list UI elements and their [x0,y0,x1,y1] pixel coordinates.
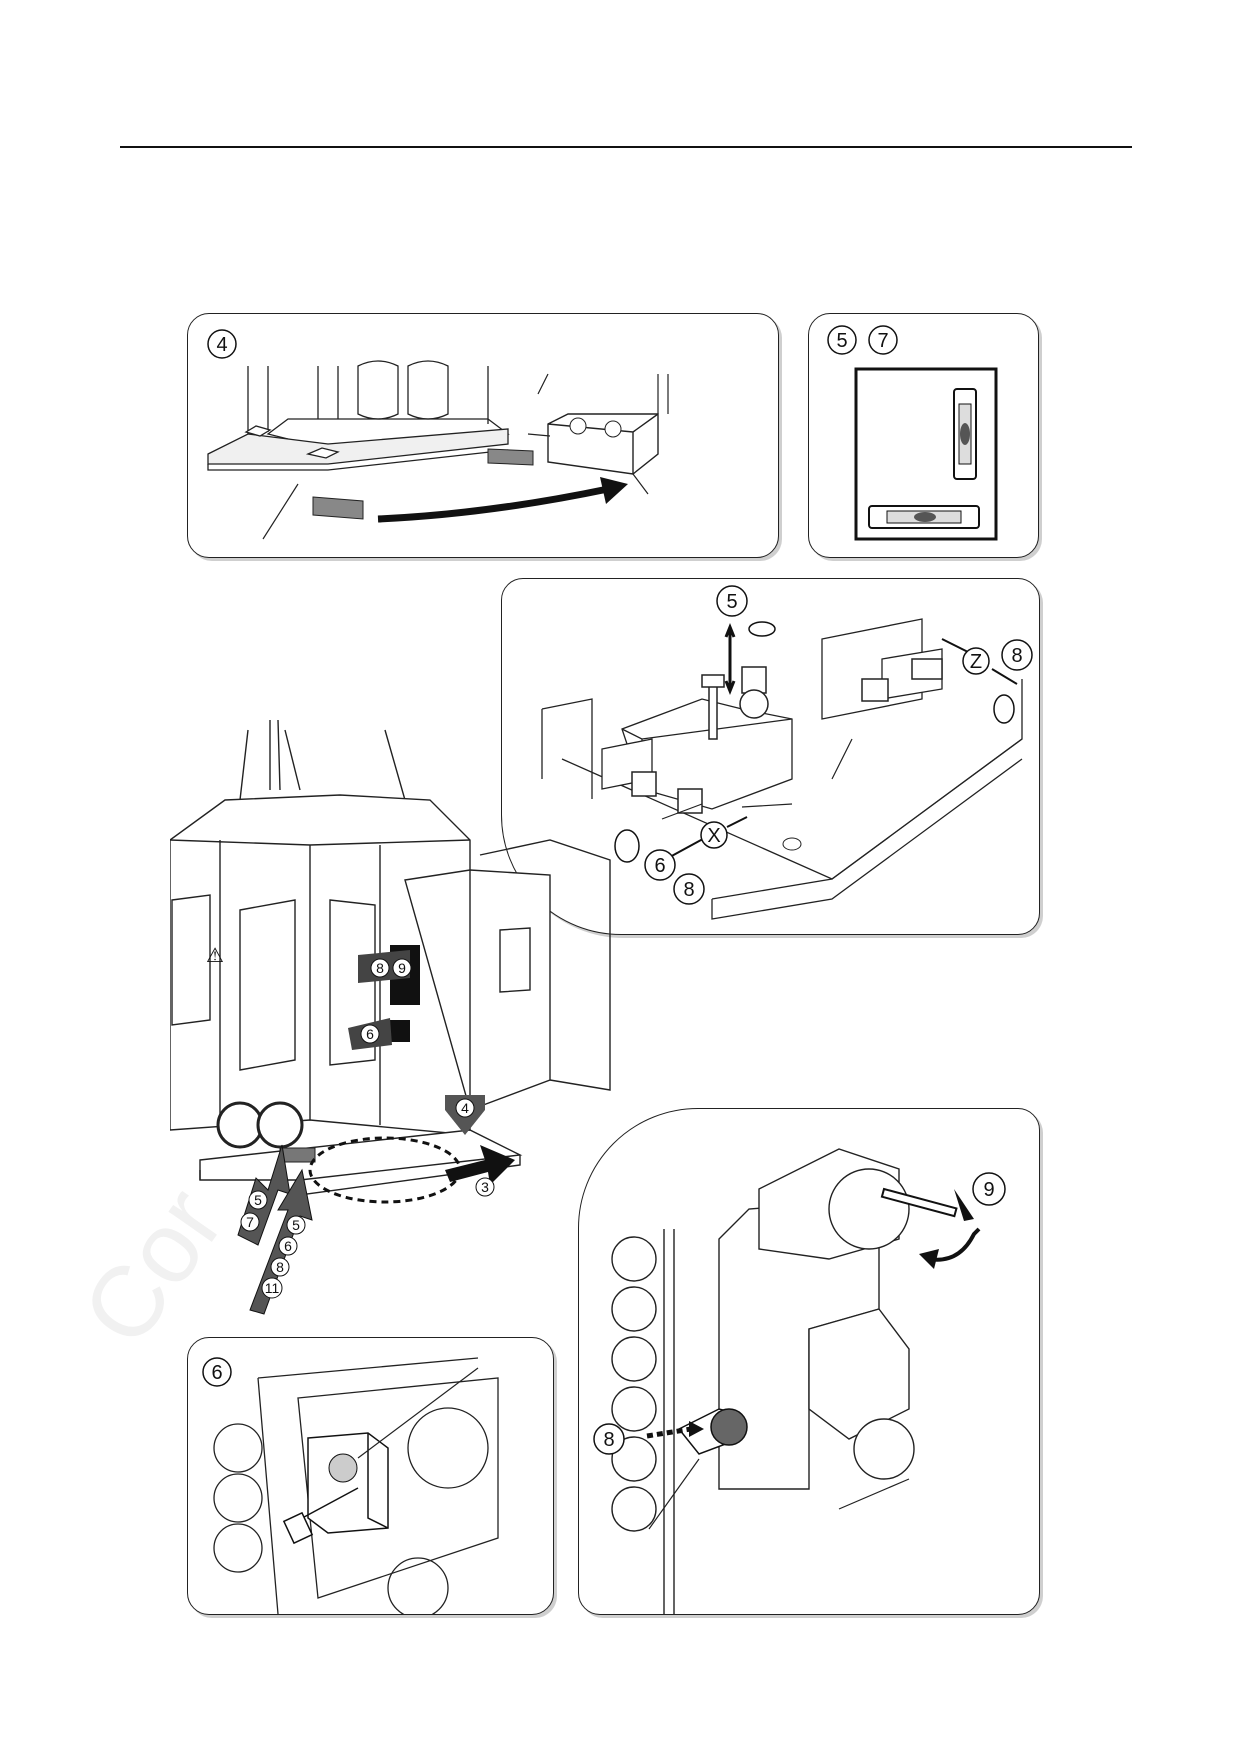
arrow-callout-3: 3 [445,1145,515,1197]
svg-text:3: 3 [481,1179,489,1195]
step-callout: 7 [877,330,888,352]
arrow-callout-8-9: 8 9 [358,950,412,983]
spirit-level-illustration: 5 7 [827,325,998,541]
arrow-callout-6: 6 [348,1018,392,1050]
svg-text:4: 4 [461,1100,469,1116]
svg-text:6: 6 [366,1026,374,1042]
panel-adjustment-screws: 5 Z 8 X 6 8 [501,578,1040,935]
svg-text:5: 5 [292,1217,300,1233]
step-callout: 6 [654,855,665,877]
step-callout: 9 [983,1179,994,1201]
step-callout: 6 [211,1362,222,1384]
base-support-illustration: 4 [207,329,669,540]
arrow-stack-5-6-8-11: 5 6 8 11 [249,1168,313,1315]
panel-step-9-8: 9 8 [578,1108,1040,1615]
step-callout: 4 [216,334,227,356]
svg-text:8: 8 [276,1259,284,1275]
step-callout: 8 [603,1429,614,1451]
panel-step-6: 6 [187,1337,554,1615]
svg-text:5: 5 [254,1192,262,1208]
svg-text:11: 11 [265,1280,280,1296]
axis-label-x: X [707,825,720,847]
arrow-callout-4: 4 [445,1095,485,1135]
panel-step-4: 4 [187,313,779,558]
svg-text:9: 9 [398,960,406,976]
step-callout: 8 [1011,645,1022,667]
svg-text:6: 6 [284,1238,292,1254]
screw-bracket-illustration: 6 [202,1357,499,1614]
arrow-stack-5-7: 5 7 [237,1144,291,1246]
machining-center-illustration: ⚠ 8 9 6 4 3 5 7 5 6 8 11 [170,719,611,1315]
header-rule [120,146,1132,148]
svg-text:7: 7 [246,1214,254,1230]
warning-icon: ⚠ [206,945,224,967]
svg-text:8: 8 [376,960,384,976]
axis-label-z: Z [970,651,982,673]
panel-step-5-7: 5 7 [808,313,1039,558]
step-callout: 5 [836,330,847,352]
step-callout: 8 [683,879,694,901]
step-callout: 5 [726,591,737,613]
tool-changer-illustration: 9 8 [593,1148,1006,1614]
adjustment-screws-illustration: 5 Z 8 X 6 8 [541,585,1033,920]
